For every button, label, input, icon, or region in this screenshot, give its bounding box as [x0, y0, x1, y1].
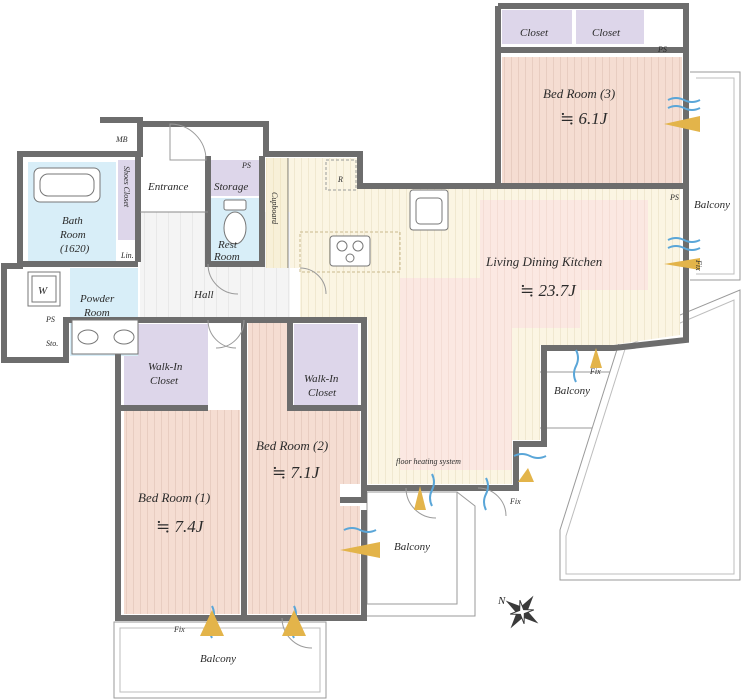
- rest-room-label-1: Rest: [217, 239, 238, 251]
- light-cone-icons: [200, 116, 700, 636]
- entrance-floor: [140, 160, 208, 212]
- closet-b-label: Closet: [592, 27, 621, 39]
- balcony-east-label: Balcony: [694, 199, 730, 211]
- walk-in-closet-2-floor: [294, 324, 358, 408]
- storage-label: Storage: [214, 181, 248, 193]
- bed-room-3-label: Bed Room (3): [543, 86, 615, 101]
- closet-a-floor: [502, 10, 572, 44]
- rest-room-label-2: Room: [213, 251, 240, 263]
- balcony-ldk-label: Balcony: [554, 385, 590, 397]
- sto-label: Sto.: [46, 339, 58, 348]
- refrigerator-space: [325, 159, 357, 191]
- bath-room-label-3: (1620): [60, 243, 90, 255]
- bed-room-2-label: Bed Room (2): [256, 438, 328, 453]
- doors: [169, 123, 507, 649]
- bed-room-1-area: ≒ 7.4J: [156, 517, 205, 536]
- ldk-label: Living Dining Kitchen: [485, 254, 602, 269]
- toilet: [223, 199, 247, 245]
- balcony-east-outline: [690, 71, 741, 281]
- bath-room-label-2: Room: [59, 229, 86, 241]
- kitchen-stove: [329, 235, 371, 267]
- ps-right-label: PS: [669, 193, 679, 202]
- fix-south-label: Fix: [173, 625, 185, 634]
- w-label: W: [38, 285, 48, 297]
- compass-rose: [505, 595, 539, 629]
- air-flow-icons: [209, 97, 701, 639]
- fix-ldk-label: Fix: [589, 367, 601, 376]
- bed-room-1-floor: [124, 410, 240, 614]
- ps-top-label: PS: [657, 45, 667, 54]
- balcony-south-label: Balcony: [200, 653, 236, 665]
- mb-floor: [104, 124, 140, 154]
- storage-floor: [210, 160, 260, 196]
- fix-center-label: Fix: [509, 497, 521, 506]
- balcony-right-outline: [559, 289, 741, 581]
- bed-room-3-area: ≒ 6.1J: [560, 109, 609, 128]
- kitchen-counter: [299, 231, 401, 273]
- fix-right-label: Fix: [694, 259, 703, 271]
- bath-room-label-1: Bath: [62, 215, 83, 227]
- bed-room-3-floor: [502, 57, 682, 183]
- closet-a-label: Closet: [520, 27, 549, 39]
- shoes-closet-label: Shoes Closet: [122, 166, 131, 208]
- walk-in-closet-2-label-2: Closet: [308, 387, 337, 399]
- cupboard-label: Cupboard: [270, 192, 279, 225]
- closet-b-floor: [576, 10, 644, 44]
- cupboard-floor: [266, 158, 288, 268]
- floor-heating-label: floor heating system: [396, 457, 461, 466]
- ldk-rug: [400, 200, 648, 470]
- powder-room-label-2: Room: [83, 307, 110, 319]
- bathtub: [33, 167, 101, 203]
- entrance-label: Entrance: [147, 181, 188, 193]
- compass-north-label: N: [497, 595, 506, 607]
- hall-label: Hall: [193, 289, 214, 301]
- washing-machine: [27, 271, 61, 307]
- bed-room-2-floor: [248, 320, 360, 614]
- ldk-area: ≒ 23.7J: [520, 281, 577, 300]
- powder-room-label-1: Powder: [79, 293, 115, 305]
- kitchen-sink: [409, 189, 449, 231]
- bed-room-1-label: Bed Room (1): [138, 490, 210, 505]
- ps-rest-label: PS: [241, 161, 251, 170]
- wash-basin: [71, 319, 139, 355]
- mb-label: MB: [115, 135, 128, 144]
- shoes-closet-floor: [118, 160, 138, 240]
- balcony-center-outline: [363, 491, 476, 617]
- ps-powder-label: PS: [45, 315, 55, 324]
- lin-label: Lin.: [120, 251, 134, 260]
- balcony-center-label: Balcony: [394, 541, 430, 553]
- r-label: R: [337, 175, 343, 184]
- walk-in-closet-2-label-1: Walk-In: [304, 373, 339, 385]
- bed-room-2-area: ≒ 7.1J: [272, 463, 321, 482]
- walk-in-closet-1-label-1: Walk-In: [148, 361, 183, 373]
- walk-in-closet-1-label-2: Closet: [150, 375, 179, 387]
